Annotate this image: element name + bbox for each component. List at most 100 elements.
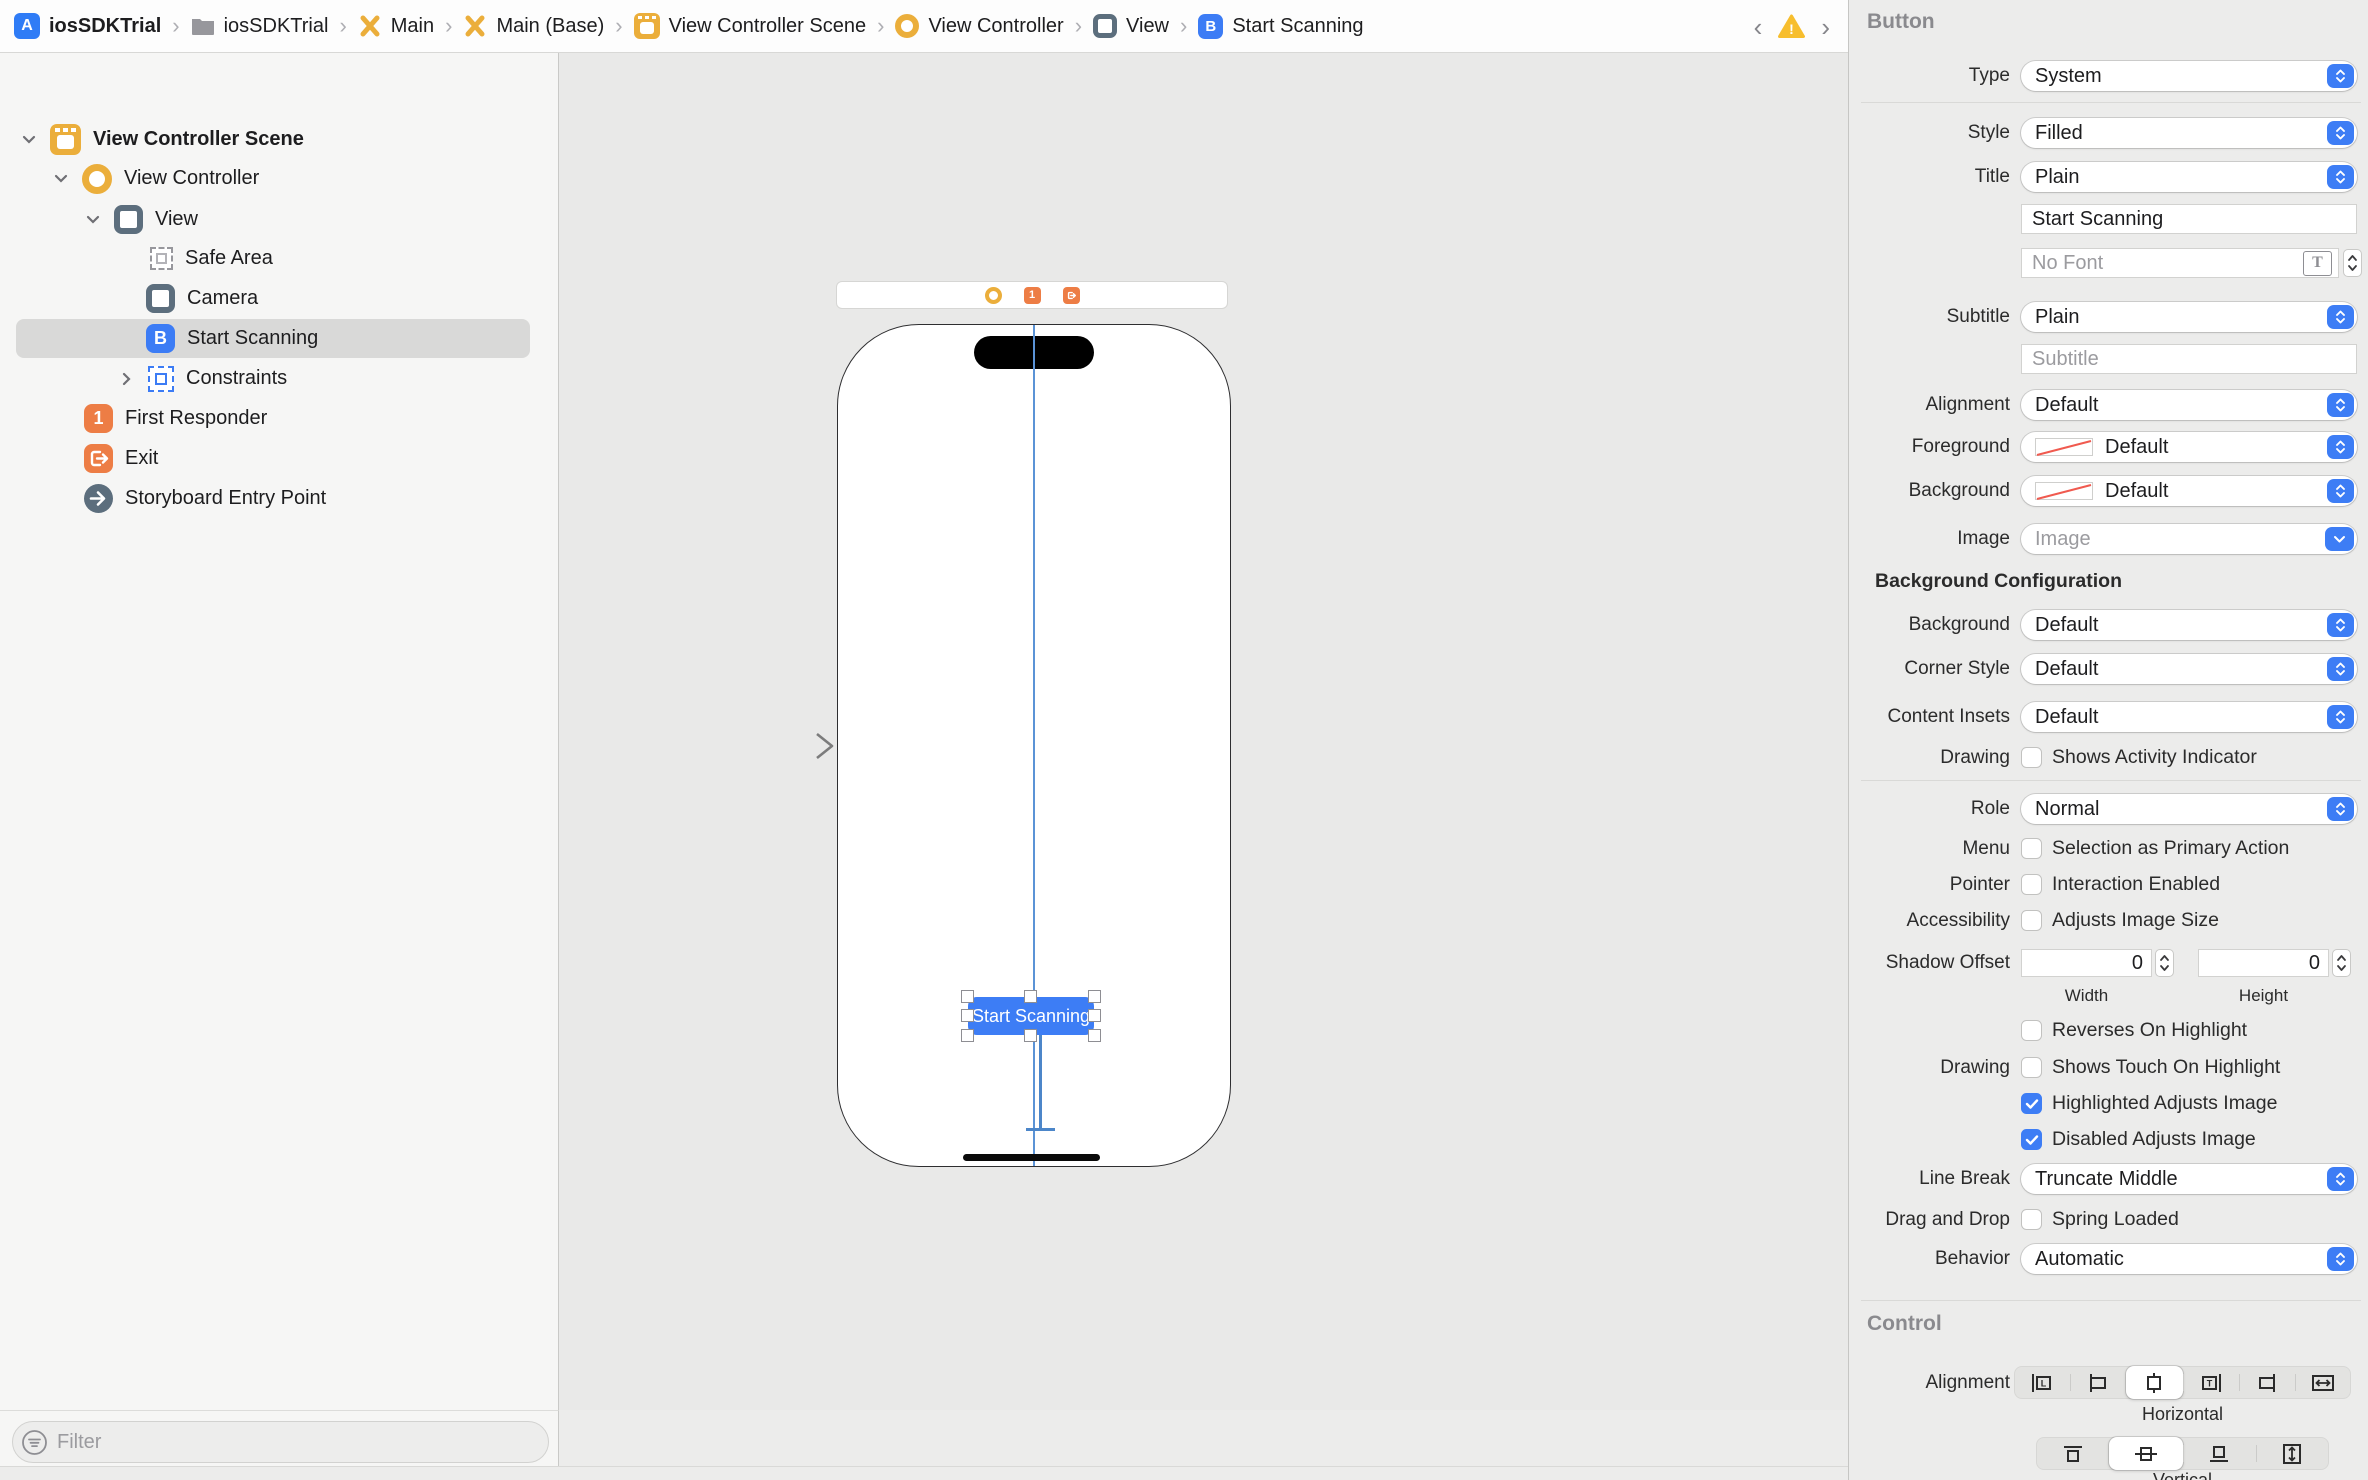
title-popup[interactable]: Plain [2021,162,2357,192]
image-combo-field[interactable]: Image [2021,524,2357,554]
resize-handle[interactable] [961,1009,974,1022]
align-right-icon[interactable] [2239,1366,2295,1399]
view-controller-icon[interactable] [985,287,1002,304]
outline-row-view[interactable]: View [0,200,559,239]
foreground-popup[interactable]: Default [2021,432,2357,462]
outline-row-camera[interactable]: Camera [0,279,559,318]
outline-row-entry-point[interactable]: Storyboard Entry Point [0,479,559,518]
align-text-icon[interactable]: T [2183,1366,2239,1399]
filter-input[interactable]: Filter [12,1421,549,1463]
breadcrumb-project[interactable]: A iosSDKTrial [14,13,161,39]
shadow-height-field[interactable]: 0 [2198,949,2329,977]
combo-chevron-icon[interactable] [2325,527,2354,551]
shadow-height-stepper[interactable] [2332,949,2351,977]
resize-handle[interactable] [961,1029,974,1042]
safe-area-icon [150,247,173,270]
align-fill-vertical-icon[interactable] [2256,1437,2329,1470]
resize-handle[interactable] [961,990,974,1003]
line-break-popup[interactable]: Truncate Middle [2021,1164,2357,1194]
shows-touch-on-highlight-checkbox[interactable] [2021,1057,2042,1078]
disabled-adjusts-image-checkbox[interactable] [2021,1129,2042,1150]
highlighted-adjusts-image-checkbox[interactable] [2021,1093,2042,1114]
breadcrumb-storyboard[interactable]: Main [358,14,434,38]
behavior-popup[interactable]: Automatic [2021,1244,2357,1274]
exit-icon[interactable] [1063,287,1080,304]
disclosure-right-icon[interactable] [118,372,136,386]
outline-row-first-responder[interactable]: 1 First Responder [0,399,559,438]
title-text-field[interactable]: Start Scanning [2021,204,2357,234]
alignment-popup[interactable]: Default [2021,390,2357,420]
storyboard-canvas[interactable]: 1 Start Scanning [559,53,1848,1410]
popup-stepper-icon [2327,705,2354,729]
breadcrumb-group[interactable]: iosSDKTrial [191,15,329,38]
disclosure-down-icon[interactable] [84,214,102,226]
breadcrumb-view-controller[interactable]: View Controller [895,14,1063,38]
first-responder-icon[interactable]: 1 [1024,287,1041,304]
checkbox-label: Adjusts Image Size [2052,910,2219,931]
nav-back-button[interactable]: ‹ [1754,14,1763,40]
constraints-icon [148,366,174,392]
spring-loaded-checkbox[interactable] [2021,1209,2042,1230]
resize-handle[interactable] [1088,1009,1101,1022]
align-top-icon[interactable] [2036,1437,2109,1470]
shows-activity-indicator-checkbox[interactable] [2021,747,2042,768]
resize-handle[interactable] [1024,1029,1037,1042]
breadcrumb-view[interactable]: View [1093,14,1169,38]
background-popup[interactable]: Default [2021,476,2357,506]
outline-row-scene[interactable]: View Controller Scene [0,120,559,159]
align-leading-icon[interactable]: L [2014,1366,2070,1399]
background-label: Background [1849,476,2010,506]
type-popup[interactable]: System [2021,61,2357,91]
outline-row-constraints[interactable]: Constraints [0,359,559,398]
subtitle-popup[interactable]: Plain [2021,302,2357,332]
outline-row-exit[interactable]: Exit [0,439,559,478]
storyboard-entry-arrow[interactable] [735,731,837,766]
checkbox-label: Interaction Enabled [2052,874,2220,895]
interface-builder-icon [463,14,487,38]
adjusts-image-size-checkbox[interactable] [2021,910,2042,931]
outline-row-start-scanning[interactable]: B Start Scanning [16,319,530,358]
selection-primary-action-checkbox[interactable] [2021,838,2042,859]
outline-row-safe-area[interactable]: Safe Area [0,239,559,278]
subtitle-text-field[interactable]: Subtitle [2021,344,2357,374]
divider [1861,1300,2361,1301]
resize-handle[interactable] [1024,990,1037,1003]
style-popup[interactable]: Filled [2021,118,2357,148]
align-middle-icon[interactable] [2109,1437,2182,1470]
bgc-background-popup[interactable]: Default [2021,610,2357,640]
font-size-stepper[interactable] [2343,249,2362,277]
storyboard-scene-icon [634,13,660,39]
popup-stepper-icon [2327,165,2354,189]
selected-button[interactable]: Start Scanning [968,997,1094,1035]
popup-stepper-icon [2327,305,2354,329]
breadcrumb-scene[interactable]: View Controller Scene [634,13,867,39]
role-popup[interactable]: Normal [2021,794,2357,824]
align-left-icon[interactable] [2070,1366,2126,1399]
constraint-line[interactable] [1039,1035,1042,1130]
align-bottom-icon[interactable] [2183,1437,2256,1470]
outline-row-view-controller[interactable]: View Controller [0,159,559,198]
content-insets-popup[interactable]: Default [2021,702,2357,732]
corner-style-popup[interactable]: Default [2021,654,2357,684]
breadcrumb-storyboard-base[interactable]: Main (Base) [463,14,604,38]
warning-icon[interactable]: ! [1778,14,1805,39]
reverses-on-highlight-checkbox[interactable] [2021,1020,2042,1041]
popup-stepper-icon [2327,797,2354,821]
resize-handle[interactable] [1088,1029,1101,1042]
button-icon: B [146,324,175,353]
align-fill-horizontal-icon[interactable] [2295,1366,2351,1399]
resize-handle[interactable] [1088,990,1101,1003]
drawing-label: Drawing [1849,1057,2010,1078]
exit-icon [84,444,113,473]
shadow-width-field[interactable]: 0 [2021,949,2152,977]
disclosure-down-icon[interactable] [52,173,70,185]
view-controller-icon [82,164,112,194]
font-picker-icon[interactable]: T [2303,251,2332,276]
disclosure-down-icon[interactable] [20,134,38,146]
shadow-width-stepper[interactable] [2155,949,2174,977]
breadcrumb-button[interactable]: B Start Scanning [1198,14,1363,39]
align-center-icon[interactable] [2126,1366,2182,1399]
interaction-enabled-checkbox[interactable] [2021,874,2042,895]
nav-forward-button[interactable]: › [1821,14,1830,40]
font-field[interactable]: No Font T [2021,248,2339,278]
